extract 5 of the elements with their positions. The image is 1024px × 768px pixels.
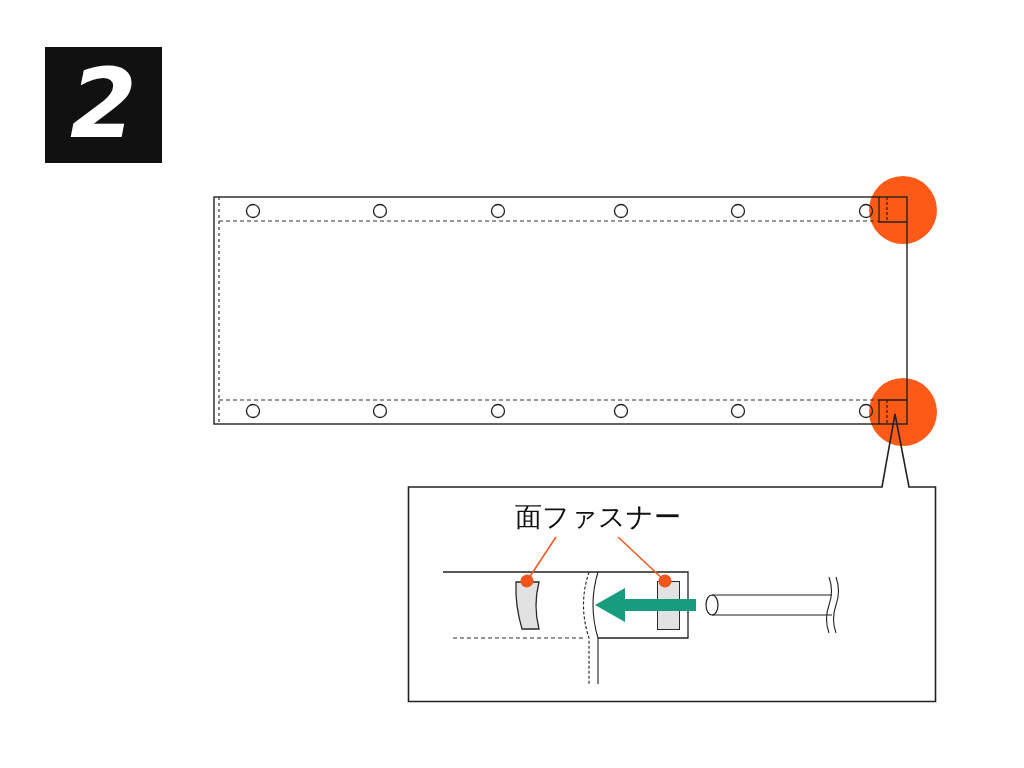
- step-number-badge: 2: [45, 47, 162, 163]
- fastener-patch: [515, 581, 540, 630]
- callout-label: 面ファスナー: [504, 497, 692, 537]
- leader-line: [520, 536, 557, 588]
- leader-line: [617, 536, 672, 588]
